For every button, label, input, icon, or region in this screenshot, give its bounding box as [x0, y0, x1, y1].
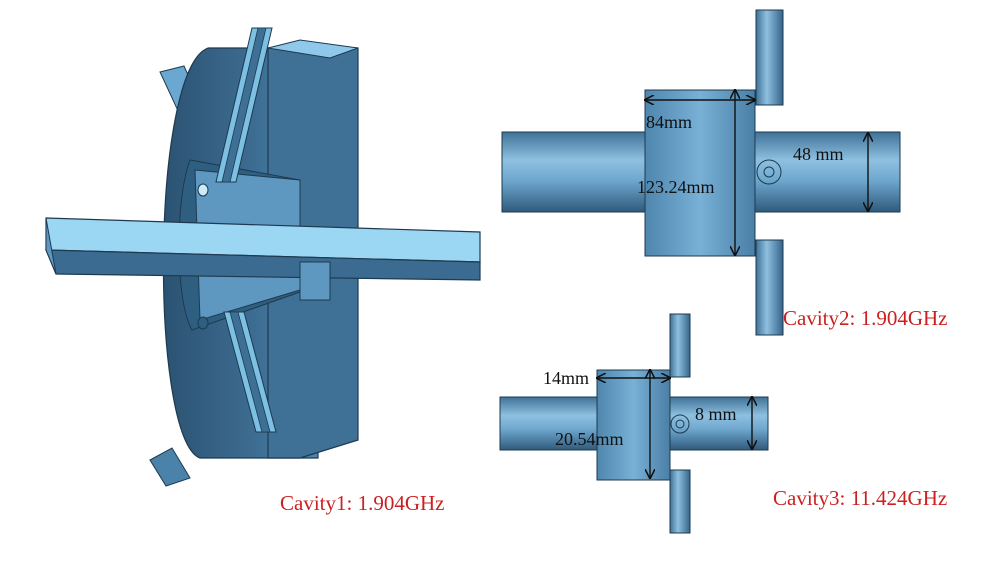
cavity1-caption: Cavity1: 1.904GHz — [280, 491, 444, 515]
cavity3-diameter-label: 20.54mm — [555, 429, 624, 449]
cavity2-dimension-lines — [645, 90, 868, 255]
cavity2-width-label: 84mm — [646, 112, 692, 132]
cavity2-pipe-label: 48 mm — [793, 144, 844, 164]
cavity3-pipe-label: 8 mm — [695, 404, 737, 424]
cavity2-side-view — [501, 9, 901, 336]
cavity2-diameter-label: 123.24mm — [637, 177, 715, 197]
cavity1-3d-model — [45, 27, 481, 487]
cavity2-caption: Cavity2: 1.904GHz — [783, 306, 947, 330]
cavity3-caption: Cavity3: 11.424GHz — [773, 486, 947, 510]
cavity3-dimension-lines — [597, 370, 752, 478]
cavity3-side-view — [499, 313, 769, 534]
cavity3-width-label: 14mm — [543, 368, 589, 388]
